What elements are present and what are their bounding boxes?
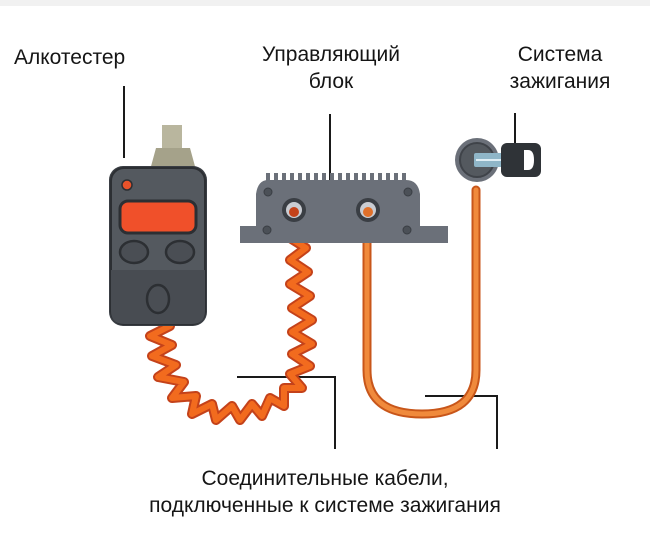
- label-breathalyzer: Алкотестер: [14, 44, 125, 71]
- label-cables-line1: Соединительные кабели,: [201, 467, 449, 490]
- label-ignition-line2: зажигания: [509, 70, 611, 93]
- mouthpiece-base: [150, 148, 196, 170]
- straight-cable-core: [364, 187, 479, 417]
- key-head: [501, 143, 541, 177]
- button-bottom: [145, 283, 171, 315]
- label-control-unit-line1: Управляющий: [262, 43, 400, 66]
- label-control-unit: Управляющий блок: [226, 41, 436, 95]
- breathalyzer-device: [109, 125, 207, 326]
- display-screen: [118, 199, 198, 235]
- heat-sink-fins: [266, 173, 406, 181]
- label-cables-line2: подключенные к системе зажигания: [149, 494, 501, 517]
- label-control-unit-line2: блок: [308, 70, 354, 93]
- button-right: [164, 239, 196, 265]
- indicator-led: [121, 179, 133, 191]
- top-border: [0, 0, 650, 6]
- coiled-cable: [145, 211, 317, 425]
- leader-cable-straight: [425, 395, 498, 449]
- port-left-plug: [289, 207, 299, 217]
- label-cables: Соединительные кабели, подключенные к си…: [95, 465, 555, 519]
- leader-cable-coiled: [237, 376, 336, 449]
- mouthpiece-tube: [162, 125, 182, 153]
- label-ignition-line1: Система: [517, 43, 603, 66]
- button-left: [118, 239, 150, 265]
- control-box: [240, 173, 448, 243]
- straight-cable: [362, 185, 481, 419]
- coiled-cable-core: [147, 213, 315, 423]
- key-hole: [524, 150, 534, 170]
- label-ignition-system: Система зажигания: [478, 41, 642, 95]
- label-breathalyzer-text: Алкотестер: [14, 46, 126, 69]
- control-box-body: [240, 180, 448, 243]
- port-right-plug: [363, 207, 373, 217]
- ignition-key: [455, 138, 541, 182]
- screws: [262, 187, 413, 235]
